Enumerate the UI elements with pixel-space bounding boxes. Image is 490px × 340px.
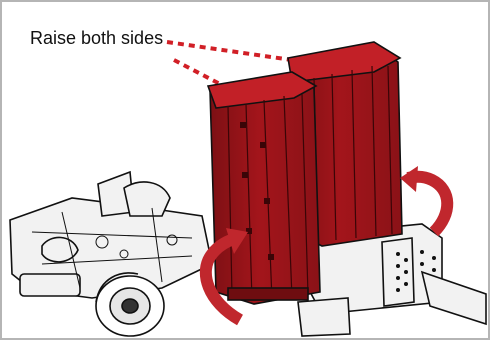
vertical-plate xyxy=(382,238,414,306)
leader-line-left xyxy=(174,60,220,84)
curved-arrow-right-icon xyxy=(400,166,447,232)
hydraulic-pump xyxy=(124,182,170,216)
leader-line-right xyxy=(167,42,292,60)
left-deck-raised xyxy=(208,72,320,304)
rear-drawbar xyxy=(422,272,486,324)
tractor-chassis xyxy=(10,172,212,298)
lower-mount xyxy=(298,298,350,336)
figure-caption: Raise both sides xyxy=(30,28,180,49)
front-hitch xyxy=(20,274,80,296)
deck-roller xyxy=(228,288,308,300)
